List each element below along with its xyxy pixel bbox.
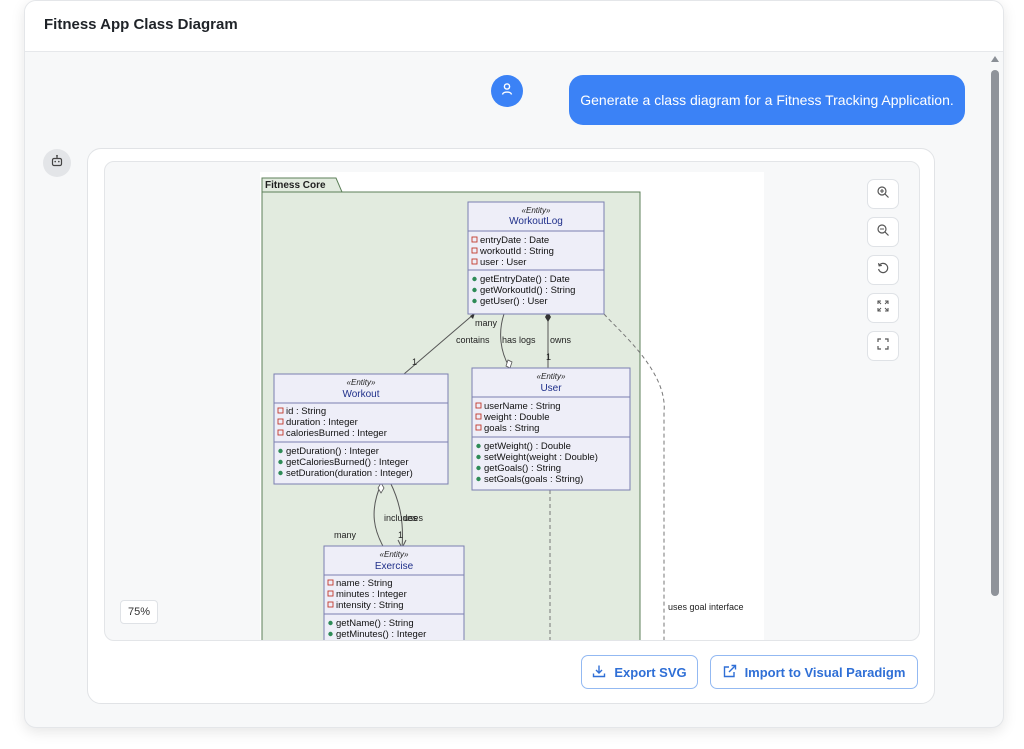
app-window: Fitness App Class Diagram Generate a cla… — [24, 0, 1004, 728]
method: getName() : String — [336, 618, 414, 629]
class-name: Workout — [342, 389, 379, 400]
user-message-bubble: Generate a class diagram for a Fitness T… — [569, 75, 965, 125]
label-has-logs: has logs — [502, 335, 536, 345]
label-includes: includes — [384, 513, 418, 523]
window-title: Fitness App Class Diagram — [44, 16, 238, 33]
fit-to-screen-button[interactable] — [867, 293, 899, 323]
export-svg-button[interactable]: Export SVG — [581, 655, 698, 689]
method: getWeight() : Double — [484, 441, 571, 452]
label-many-top: many — [475, 318, 498, 328]
label-contains: contains — [456, 335, 490, 345]
robot-icon — [50, 154, 64, 173]
download-icon — [592, 664, 606, 681]
fullscreen-icon — [876, 337, 890, 356]
method: getWorkoutId() : String — [480, 285, 575, 296]
attribute: caloriesBurned : Integer — [286, 428, 387, 439]
connector-contains — [403, 313, 475, 375]
method: getUser() : User — [480, 296, 548, 307]
label-one-user: 1 — [546, 352, 551, 362]
dashed-connector-goal — [603, 313, 665, 640]
class-user[interactable]: «Entity» User userName : String weight :… — [471, 367, 631, 491]
attribute: user : User — [480, 257, 526, 268]
method: setDuration(duration : Integer) — [286, 468, 413, 479]
method: getGoals() : String — [484, 463, 561, 474]
label-one-workout: 1 — [412, 357, 417, 367]
external-link-icon — [723, 664, 737, 681]
diagram-canvas[interactable]: Fitness Core many contai — [104, 161, 920, 641]
bot-avatar — [43, 149, 71, 177]
class-workout[interactable]: «Entity» Workout id : String duration : … — [273, 373, 449, 485]
aggregation-diamond-includes — [377, 482, 385, 494]
method: setGoals(goals : String) — [484, 474, 583, 485]
aggregation-diamond-has-logs — [505, 359, 513, 369]
attribute: name : String — [336, 578, 393, 589]
reset-view-button[interactable] — [867, 255, 899, 285]
label-many-bottom: many — [334, 530, 357, 540]
connector-includes — [373, 481, 385, 549]
title-bar: Fitness App Class Diagram — [25, 1, 1003, 52]
zoom-in-icon — [876, 185, 890, 204]
import-visual-paradigm-label: Import to Visual Paradigm — [744, 664, 906, 680]
attribute: weight : Double — [483, 412, 549, 423]
stereotype: «Entity» — [537, 372, 566, 381]
export-svg-label: Export SVG — [614, 664, 687, 680]
label-one-exercise: 1 — [398, 530, 403, 540]
attribute: minutes : Integer — [336, 589, 407, 600]
zoom-in-button[interactable] — [867, 179, 899, 209]
scroll-up-arrow-icon[interactable] — [991, 56, 999, 62]
response-card: Fitness Core many contai — [87, 148, 935, 704]
fit-to-screen-icon — [876, 299, 890, 318]
scroll-thumb[interactable] — [991, 70, 999, 596]
vertical-scrollbar[interactable] — [990, 56, 1000, 722]
attribute: duration : Integer — [286, 417, 358, 428]
attribute: workoutId : String — [479, 246, 554, 257]
class-diagram: Fitness Core many contai — [261, 177, 744, 640]
label-owns: owns — [550, 335, 572, 345]
class-exercise[interactable]: «Entity» Exercise name : String minutes … — [323, 545, 465, 640]
user-avatar — [491, 75, 523, 107]
class-name: WorkoutLog — [509, 216, 563, 227]
attribute: goals : String — [484, 423, 539, 434]
fullscreen-button[interactable] — [867, 331, 899, 361]
attribute: entryDate : Date — [480, 235, 549, 246]
zoom-level-badge: 75% — [120, 600, 158, 624]
import-visual-paradigm-button[interactable]: Import to Visual Paradigm — [710, 655, 918, 689]
user-icon — [500, 82, 514, 101]
method: getMinutes() : Integer — [336, 629, 426, 640]
method: getCaloriesBurned() : Integer — [286, 457, 409, 468]
attribute: id : String — [286, 406, 326, 417]
diagram-surface: Fitness Core many contai — [260, 172, 764, 640]
method: setWeight(weight : Double) — [484, 452, 598, 463]
reset-icon — [876, 261, 890, 280]
label-uses: uses — [404, 513, 424, 523]
attribute: userName : String — [484, 401, 561, 412]
method: getEntryDate() : Date — [480, 274, 570, 285]
class-name: Exercise — [375, 561, 414, 572]
zoom-out-icon — [876, 223, 890, 242]
class-workoutlog[interactable]: «Entity» WorkoutLog entryDate : Date wor… — [467, 201, 605, 315]
attribute: intensity : String — [336, 600, 404, 611]
stereotype: «Entity» — [380, 550, 409, 559]
connector-uses — [389, 481, 403, 549]
label-uses-goal: uses goal interface — [668, 602, 744, 612]
package-label: Fitness Core — [265, 180, 326, 191]
stereotype: «Entity» — [522, 206, 551, 215]
class-name: User — [540, 383, 562, 394]
method: getDuration() : Integer — [286, 446, 379, 457]
stereotype: «Entity» — [347, 378, 376, 387]
zoom-out-button[interactable] — [867, 217, 899, 247]
